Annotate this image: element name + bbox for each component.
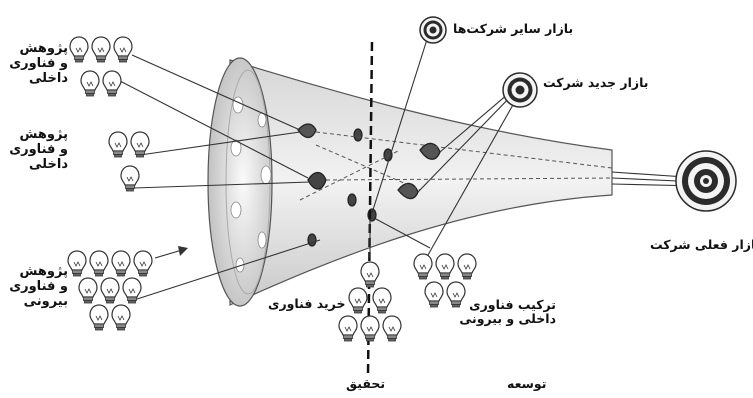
lightbulb-icon xyxy=(383,316,401,341)
target-icon xyxy=(420,17,446,43)
label-internal-rd-1: پژوهش و فناوری داخلی xyxy=(10,42,68,87)
arrow-head xyxy=(178,246,188,256)
label-other-companies-market: بازار سایر شرکت‌ها xyxy=(453,22,573,36)
lightbulb-icon xyxy=(425,282,443,307)
lightbulb-icon xyxy=(109,132,127,157)
lightbulb-icon xyxy=(92,37,110,62)
lightbulb-icon xyxy=(361,316,379,341)
label-internal-rd-2: پژوهش و فناوری داخلی xyxy=(10,128,68,173)
lightbulb-icon xyxy=(123,278,141,303)
lightbulb-icon xyxy=(79,278,97,303)
lightbulb-icon xyxy=(458,254,476,279)
lightbulb-icon xyxy=(81,71,99,96)
lightbulb-icon xyxy=(68,251,86,276)
lightbulb-icon xyxy=(90,305,108,330)
lightbulb-icon xyxy=(101,278,119,303)
lightbulb-icon xyxy=(349,288,367,313)
lightbulb-icon xyxy=(361,262,379,287)
label-current-company-market: بازار فعلی شرکت xyxy=(650,238,753,252)
lightbulb-icon xyxy=(134,251,152,276)
target-icon xyxy=(503,73,537,107)
label-research: تحقیق xyxy=(346,377,385,391)
label-technology-purchase: خرید فناوری xyxy=(268,297,345,311)
idea-group-internal-2 xyxy=(109,132,149,191)
lightbulb-icon xyxy=(339,316,357,341)
idea-group-internal-1 xyxy=(70,37,132,96)
idea-group-external xyxy=(68,251,152,330)
lightbulb-icon xyxy=(103,71,121,96)
lightbulb-icon xyxy=(414,254,432,279)
lightbulb-icon xyxy=(112,305,130,330)
label-combined-technology: ترکیب فناوری داخلی و بیرونی xyxy=(456,298,556,327)
lightbulb-icon xyxy=(436,254,454,279)
lightbulb-icon xyxy=(114,37,132,62)
lightbulb-icon xyxy=(131,132,149,157)
label-external-rd: پژوهش و فناوری بیرونی xyxy=(8,265,68,310)
lightbulb-icon xyxy=(70,37,88,62)
lightbulb-icon xyxy=(112,251,130,276)
lightbulb-icon xyxy=(121,166,139,191)
target-icon xyxy=(676,151,736,211)
lightbulb-icon xyxy=(373,288,391,313)
label-new-company-market: بازار جدید شرکت xyxy=(543,76,648,90)
lightbulb-icon xyxy=(90,251,108,276)
label-development: توسعه xyxy=(507,377,546,391)
